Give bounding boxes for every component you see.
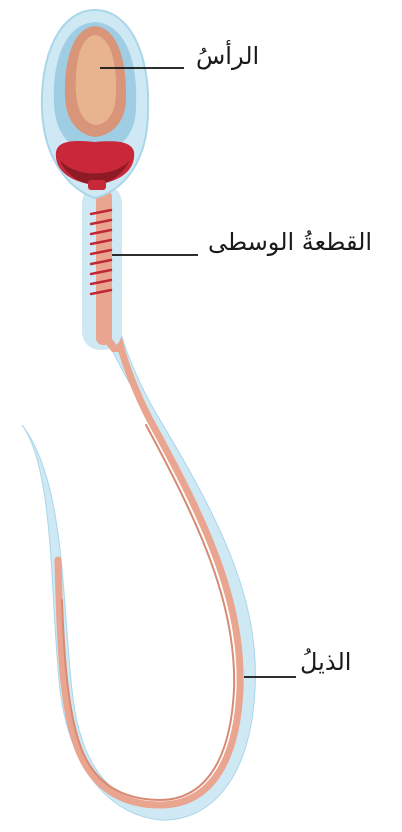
label-midpiece: القطعةُ الوسطى [208,230,372,254]
neck-piece [88,180,106,190]
label-tail: الذيلُ [300,650,351,674]
tail-axoneme-highlight [62,425,234,800]
tail-membrane [22,210,255,820]
label-head: الرأسُ [196,44,259,68]
